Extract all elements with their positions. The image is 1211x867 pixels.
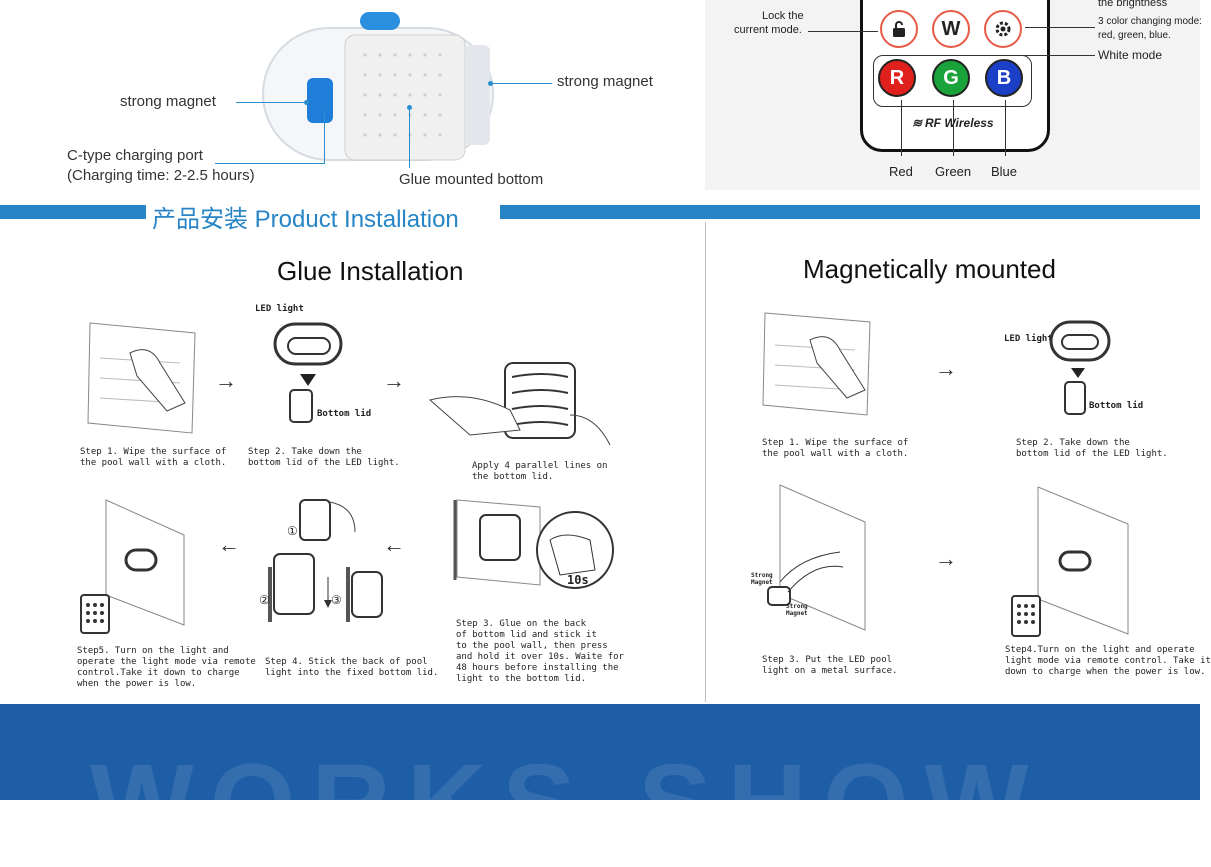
remote-operate-illustration [80, 499, 185, 634]
magnet-step2: Step 2. Take down the bottom lid of the … [1016, 438, 1168, 459]
magnet-bottom-lid-label: Bottom lid [1089, 401, 1144, 411]
white-mode-button[interactable]: W [932, 10, 970, 48]
glue-title: Glue Installation [277, 256, 464, 286]
magnet-remote-operate-illustration [1011, 486, 1129, 637]
works-show-band [0, 704, 1200, 800]
red-button[interactable]: R [878, 59, 916, 97]
glue-step1: Step 1. Wipe the surface of the pool wal… [80, 447, 227, 468]
label-green: Green [935, 164, 972, 179]
lock-label-2: current mode. [734, 24, 802, 36]
callout-charging-time: (Charging time: 2-2.5 hours) [67, 167, 255, 184]
glue-step4: Step 4. Stick the back of pool light int… [265, 657, 439, 678]
wireless-icon: ≋ [912, 116, 923, 130]
stick-light-illustration [268, 499, 383, 622]
brightness-label: the brightness [1098, 0, 1168, 9]
magnet-title: Magnetically mounted [803, 254, 1056, 284]
section-band-left [0, 205, 146, 219]
magnet-led-light-illustration [1049, 320, 1111, 415]
blue-button[interactable]: B [985, 59, 1023, 97]
arrow-left-icon: ← [218, 532, 240, 557]
product-diagram: strong magnet strong magnet C-type charg… [0, 0, 705, 200]
works-show-watermark: WORKS SHOW [90, 742, 1045, 865]
arrow-left-icon: ← [383, 532, 405, 557]
number-2-icon: ② [259, 593, 270, 607]
callout-charging-port: C-type charging port [67, 147, 203, 164]
glue-step2: Step 2. Take down the bottom lid of the … [248, 447, 400, 468]
wipe-wall-illustration [87, 322, 196, 434]
lock-label-1: Lock the [762, 10, 804, 22]
green-button[interactable]: G [932, 59, 970, 97]
remote-brand: RF Wireless [925, 116, 994, 130]
magnet-wipe-wall-illustration [762, 312, 871, 416]
magnet-step3: Step 3. Put the LED pool light on a meta… [762, 655, 898, 676]
glue-step5: Step5. Turn on the light and operate the… [77, 646, 256, 689]
brightness-button[interactable] [984, 10, 1022, 48]
lock-button[interactable] [880, 10, 918, 48]
arrow-right-icon: → [383, 368, 405, 393]
glue-apply-lines: Apply 4 parallel lines on the bottom lid… [472, 461, 608, 482]
glue-bottom-lid-label: Bottom lid [317, 409, 372, 419]
strong-magnet-label-1: Strong Magnet [751, 572, 773, 586]
section-band-right [500, 205, 1200, 219]
metal-surface-illustration [767, 484, 866, 631]
pool-light-illustration [262, 12, 494, 161]
number-1-icon: ① [287, 524, 298, 538]
arrow-right-icon: → [215, 368, 237, 393]
remote-diagram: W R G B ≋ RF Wireless Lock the current m… [705, 0, 1202, 190]
callout-magnet-right: strong magnet [557, 73, 653, 90]
panel-divider [705, 222, 706, 702]
magnet-step1: Step 1. Wipe the surface of the pool wal… [762, 438, 909, 459]
gear-icon [995, 21, 1011, 37]
magnet-step4: Step4.Turn on the light and operate ligh… [1005, 645, 1211, 677]
press-hold-illustration [453, 499, 614, 589]
glue-step3: Step 3. Glue on the back of bottom lid a… [456, 619, 624, 684]
number-3-icon: ③ [331, 593, 342, 607]
white-mode-label: White mode [1098, 48, 1163, 62]
color-mode-label-2: red, green, blue. [1098, 30, 1171, 41]
label-blue: Blue [991, 164, 1018, 179]
section-title: 产品安装 Product Installation [152, 206, 459, 233]
arrow-right-icon: → [935, 546, 957, 571]
label-red: Red [889, 164, 913, 179]
glue-led-light-label: LED light [255, 304, 304, 314]
arrow-right-icon: → [935, 356, 957, 381]
magnet-led-light-label: LED light [1004, 334, 1053, 344]
callout-magnet-left: strong magnet [120, 93, 216, 110]
callout-glue-bottom: Glue mounted bottom [399, 171, 544, 188]
apply-glue-illustration [428, 362, 611, 446]
color-mode-label-1: 3 color changing mode: [1098, 16, 1202, 27]
lock-icon [893, 21, 905, 37]
ten-seconds-label: 10s [567, 573, 589, 587]
strong-magnet-label-2: Strong Magnet [786, 603, 808, 617]
led-light-illustration [273, 322, 343, 423]
